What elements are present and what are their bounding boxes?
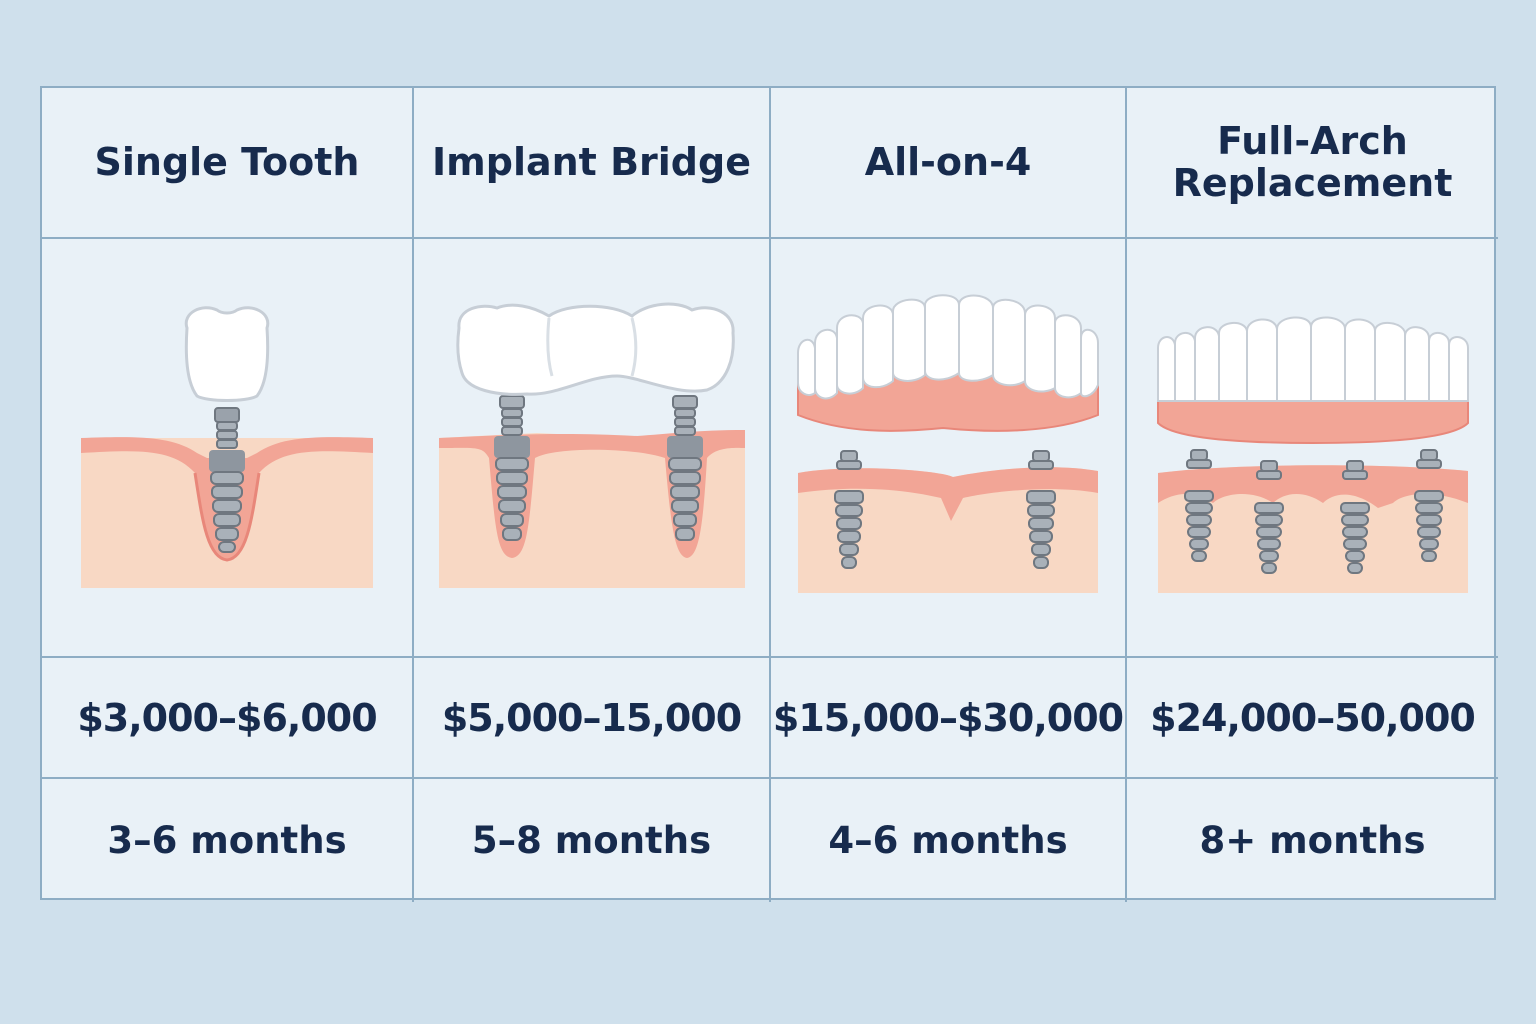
- header-all-on-4: All-on-4: [771, 88, 1127, 239]
- duration-all-on-4: 4–6 months: [771, 779, 1127, 902]
- header-implant-bridge: Implant Bridge: [414, 88, 771, 239]
- price-implant-bridge: $5,000–15,000: [414, 658, 771, 779]
- all-on-4-illustration: [771, 239, 1127, 658]
- all-on-4-denture-icon: [797, 293, 1099, 593]
- duration-implant-bridge: 5–8 months: [414, 779, 771, 902]
- header-full-arch: Full-Arch Replacement: [1127, 88, 1498, 239]
- header-single-tooth: Single Tooth: [42, 88, 414, 239]
- implant-cost-table: Single Tooth Implant Bridge All-on-4 Ful…: [40, 86, 1498, 902]
- price-all-on-4: $15,000–$30,000: [771, 658, 1127, 779]
- duration-full-arch: 8+ months: [1199, 819, 1426, 862]
- price-full-arch: $24,000–50,000: [1127, 658, 1498, 779]
- duration-single-tooth: 3–6 months: [42, 779, 414, 902]
- single-tooth-illustration: [42, 239, 414, 658]
- implant-bridge-illustration: [414, 239, 771, 658]
- full-arch-replacement-icon: [1156, 316, 1469, 593]
- price-single-tooth: $3,000–$6,000: [42, 658, 414, 779]
- full-arch-illustration: [1127, 239, 1498, 658]
- implant-bridge-icon: [438, 302, 745, 588]
- single-tooth-implant-icon: [81, 305, 373, 588]
- header-full-arch-label: Full-Arch Replacement: [1172, 118, 1453, 205]
